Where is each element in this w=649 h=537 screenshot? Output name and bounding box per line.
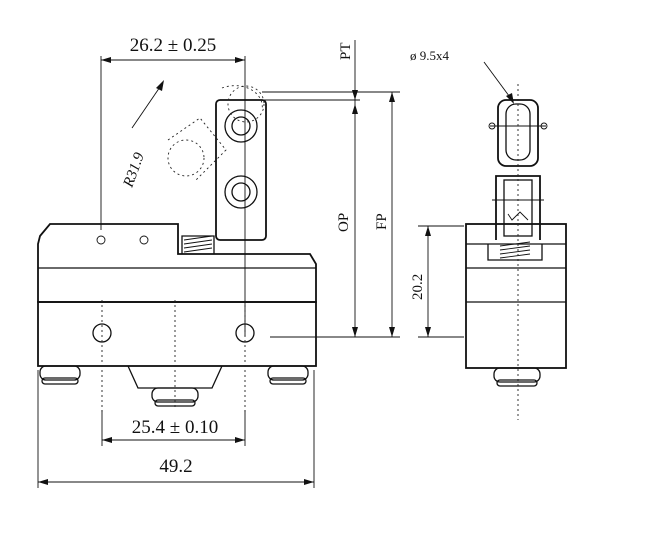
arrow-49-left [38, 479, 48, 485]
label-lever-offset: 26.2 ± 0.25 [130, 35, 216, 56]
lever-alt-roller-2 [227, 85, 265, 123]
side-spring [499, 241, 531, 259]
terminal-right-bottom [269, 377, 307, 385]
side-lever-detail [507, 211, 529, 221]
lever-pivot-inner [231, 182, 251, 202]
lever-pivot-outer [224, 175, 258, 209]
roller-outer [224, 109, 258, 143]
arrow-49-right [304, 479, 314, 485]
side-axle-end-right [540, 122, 548, 130]
arrow-pt [352, 90, 358, 100]
label-roller-spec: ø 9.5x4 [410, 48, 450, 63]
lever-arm [215, 99, 267, 241]
label-hole-pitch: 25.4 ± 0.10 [132, 417, 218, 438]
label-operating-position: OP [336, 213, 352, 232]
front-view [37, 85, 317, 412]
side-terminal-bottom [496, 379, 538, 387]
arrow-fp-top [389, 92, 395, 102]
front-body-base [37, 301, 317, 367]
roller-inner [231, 116, 251, 136]
label-free-position: FP [374, 213, 390, 230]
arrow-26-left [101, 57, 111, 63]
side-plunger-housing [487, 244, 543, 261]
arrow-op-bottom [352, 327, 358, 337]
label-pretravel: PT [338, 42, 354, 60]
arrow-20-bottom [425, 327, 431, 337]
arrow-op-top [352, 104, 358, 114]
label-body-length: 49.2 [159, 456, 192, 477]
side-view [465, 84, 567, 420]
lever-alt-outline [167, 117, 227, 181]
side-roller [505, 103, 531, 161]
side-terminal-top [493, 367, 541, 383]
radius-arrow [156, 80, 164, 91]
arrow-fp-bottom [389, 327, 395, 337]
front-dimensions: 26.2 ± 0.25 R31.9 25.4 ± 0.10 49.2 PT OP [37, 35, 400, 488]
side-body [465, 223, 567, 369]
arrow-26-right [235, 57, 245, 63]
lever-alt-arc-1 [221, 85, 263, 111]
lever-alt-roller [167, 139, 205, 177]
side-dimensions: ø 9.5x4 20.2 [410, 48, 514, 338]
arrow-25-right [235, 437, 245, 443]
side-axle-end-left [488, 122, 496, 130]
plunger-housing [181, 235, 215, 254]
arrow-25-left [102, 437, 112, 443]
terminal-right-top [267, 365, 309, 381]
label-body-height: 20.2 [410, 274, 426, 300]
roller-leader-arrow [506, 93, 514, 104]
side-lever-arm [503, 179, 533, 237]
terminal-left-top [39, 365, 81, 381]
roller-leader [483, 61, 513, 101]
top-hole-2 [139, 235, 149, 245]
radius-leader [131, 83, 163, 129]
label-radius: R31.9 [120, 150, 148, 190]
front-body-top [37, 223, 317, 303]
top-hole-1 [96, 235, 106, 245]
arrow-20-top [425, 226, 431, 236]
plunger-spring [183, 235, 213, 253]
terminal-left-bottom [41, 377, 79, 385]
